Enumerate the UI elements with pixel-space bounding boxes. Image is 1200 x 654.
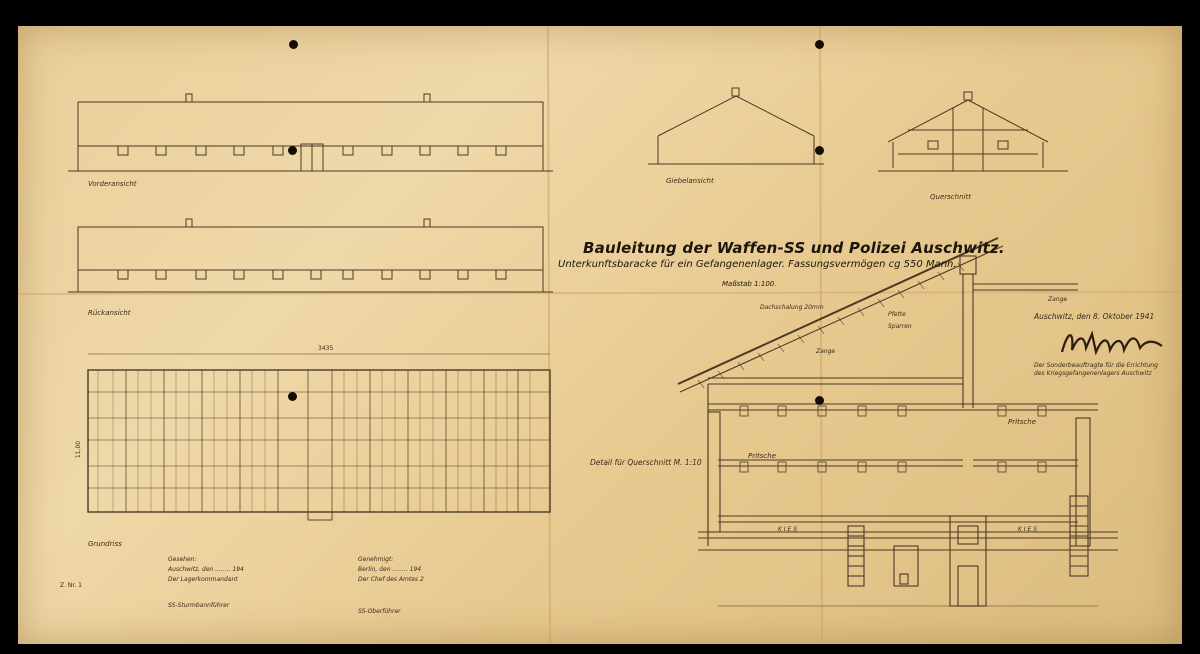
label-zange: Zange [816, 348, 836, 355]
plan-depth-dimension: 11,00 [75, 440, 83, 459]
rear-elevation [68, 218, 553, 293]
detail-section [677, 237, 1118, 607]
punch-hole [288, 146, 297, 155]
punch-hole [289, 40, 298, 49]
approval-right-2: Berlin, den ........ 194 [358, 566, 422, 573]
punch-hole [815, 396, 824, 405]
stair-right [1069, 495, 1089, 577]
punch-hole [815, 40, 824, 49]
label-floor-plan: Grundriss [88, 540, 122, 548]
detail-title: Detail für Querschnitt M. 1:10 [590, 458, 702, 467]
approval-left-2: Auschwitz, den ........ 194 [168, 566, 244, 573]
label-front-view: Vorderansicht [88, 180, 137, 188]
label-sparren: Sparren [888, 323, 912, 330]
label-rear-view: Rückansicht [88, 309, 131, 317]
signature-line-2: des Kriegsgefangenenlagers Auschwitz [1034, 370, 1152, 377]
blueprint-sheet: Bauleitung der Waffen-SS und Polizei Aus… [18, 26, 1182, 644]
label-pritsche-right: Pritsche [1008, 418, 1037, 426]
gable-elevation [648, 87, 824, 165]
approval-left-3: Der Lagerkommandant [168, 576, 238, 583]
punch-hole [288, 392, 297, 401]
approval-left-4: SS-Sturmbannführer [168, 602, 230, 609]
barracks-drawing [18, 26, 1182, 644]
handwritten-signature [1060, 330, 1163, 356]
drawing-scale: Maßstab 1:100. [722, 280, 777, 288]
drawing-subtitle: Unterkunftsbaracke für ein Gefangenenlag… [558, 259, 957, 270]
fold-line [18, 291, 1182, 295]
plan-total-dimension: 3435 [318, 345, 334, 352]
label-zange-right: Zange [1048, 296, 1068, 303]
sheet-number: Z. Nr. 1 [60, 582, 82, 589]
stair-left [847, 525, 865, 587]
approval-right-1: Genehmigt: [358, 556, 394, 563]
approval-right-4: SS-Oberführer [358, 608, 401, 615]
signature-place-date: Auschwitz, den 8. Oktober 1941 [1034, 312, 1155, 321]
approval-left-1: Gesehen: [168, 556, 197, 563]
label-pritsche: Pritsche [748, 452, 777, 460]
label-kies-right: K I E S [1018, 526, 1038, 533]
punch-hole [815, 146, 824, 155]
approval-right-3: Der Chef des Amtes 2 [358, 576, 424, 583]
center-foundation [893, 515, 987, 607]
label-dachschalung: Dachschalung 20mm [760, 304, 824, 311]
front-windows [117, 145, 507, 156]
label-cross-section: Querschnitt [930, 193, 971, 201]
fold-line [819, 26, 823, 644]
drawing-title: Bauleitung der Waffen-SS und Polizei Aus… [583, 239, 1005, 257]
label-pfette: Pfette [888, 311, 906, 318]
cross-section-small [878, 91, 1068, 172]
fold-line [547, 26, 551, 644]
label-kies: K I E S [778, 526, 798, 533]
signature-line-1: Der Sonderbeauftragte für die Errichtung [1034, 362, 1158, 369]
front-elevation [68, 93, 553, 172]
label-gable-view: Giebelansicht [666, 177, 714, 185]
floor-plan [87, 353, 551, 521]
